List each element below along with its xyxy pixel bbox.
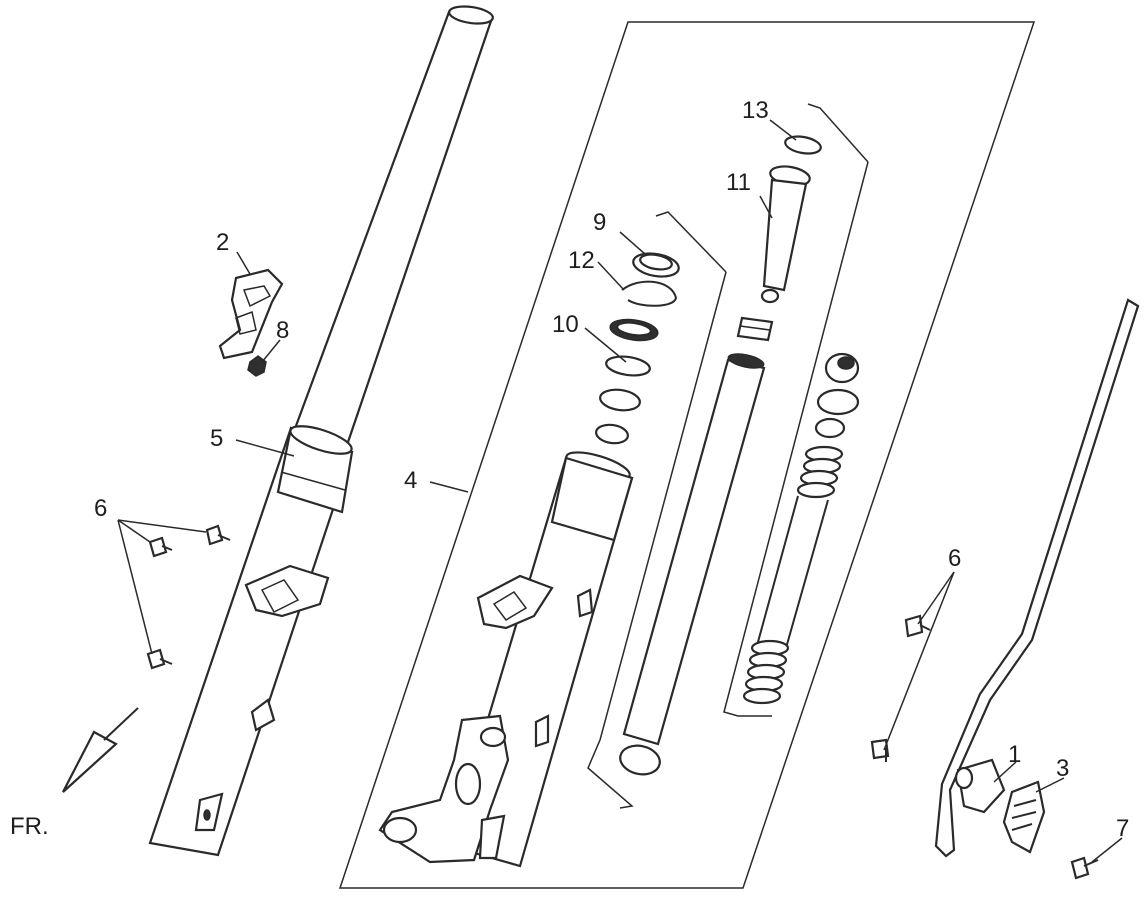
bolt-part-right-3 <box>1070 856 1099 880</box>
callout-6-left: 6 <box>94 495 107 522</box>
callout-8: 8 <box>276 317 289 344</box>
callout-5: 5 <box>210 425 223 452</box>
callout-10: 10 <box>552 311 579 338</box>
inner-fork-slider <box>378 451 634 868</box>
callout-1: 1 <box>1008 741 1021 768</box>
callout-9: 9 <box>593 209 606 236</box>
bolt-part-left-2 <box>205 524 231 546</box>
bracket-part <box>218 268 284 360</box>
brake-hose-part <box>934 298 1140 858</box>
nut-part <box>247 355 267 377</box>
callout-6-right: 6 <box>948 545 961 572</box>
seal-stack-group <box>595 211 727 445</box>
callout-4: 4 <box>404 467 417 494</box>
bolt-part-left-3 <box>146 648 173 670</box>
inner-tube-part <box>587 271 766 809</box>
callout-7: 7 <box>1116 815 1129 842</box>
bolt-part-right-1 <box>904 614 931 638</box>
assembly-boundary <box>338 21 1036 889</box>
bolt-part-right-2 <box>870 738 890 762</box>
left-fork-tube <box>291 5 494 450</box>
hose-clamp-part <box>954 758 1006 814</box>
callout-2: 2 <box>216 229 229 256</box>
front-arrow-icon <box>62 707 139 793</box>
callout-3: 3 <box>1056 755 1069 782</box>
left-fork-slider <box>148 425 354 857</box>
callout-11: 12 <box>568 247 595 274</box>
callout-13: 13 <box>742 97 769 124</box>
fork-spring-part <box>723 161 869 717</box>
damper-rod-part <box>736 103 869 342</box>
bolt-part-left-1 <box>148 536 173 558</box>
leader-lines <box>117 119 1123 863</box>
callout-12: 11 <box>726 169 751 196</box>
front-label: FR. <box>10 813 49 840</box>
spring-clip-part <box>1002 780 1046 854</box>
callout-labels: 2 8 5 4 6 9 12 10 13 11 6 1 3 7 FR. <box>10 97 1129 842</box>
